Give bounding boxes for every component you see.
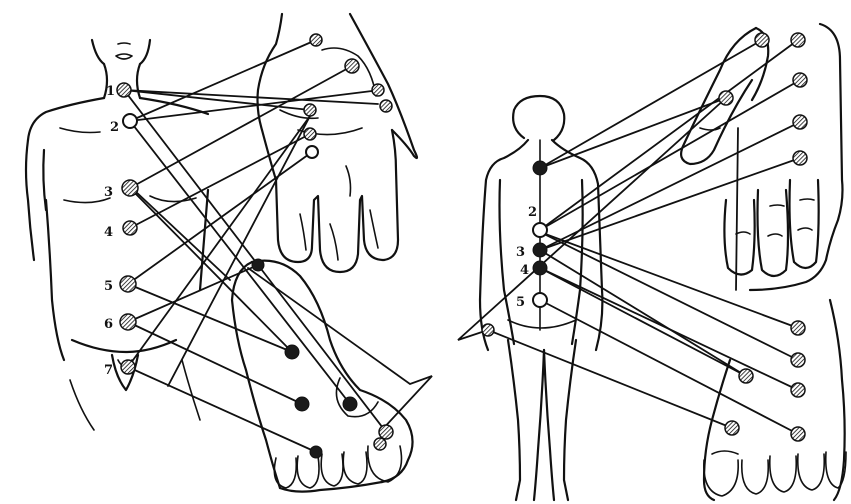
torso-point-7: [121, 360, 135, 374]
foot-point: [739, 369, 753, 383]
hand-point: [793, 115, 807, 129]
palm-point: [380, 100, 392, 112]
torso-point-3: [122, 180, 138, 196]
palm-point: [304, 104, 316, 116]
finger-point: [755, 33, 769, 47]
hand-point: [793, 73, 807, 87]
palm-point: [310, 34, 322, 46]
number-label: 1: [106, 84, 115, 99]
number-label: 4: [520, 263, 529, 278]
finger-point: [719, 91, 733, 105]
back-point-2: [533, 223, 547, 237]
number-label: 6: [104, 317, 113, 332]
sole-foot: [232, 261, 413, 492]
foot-top: [704, 300, 846, 500]
palm-hand: [258, 14, 418, 272]
palm-point: [304, 128, 316, 140]
sole-point: [374, 438, 386, 450]
torso-point-6: [120, 314, 136, 330]
foot-point: [791, 353, 805, 367]
hand-point: [793, 151, 807, 165]
reflex-points: [117, 33, 807, 458]
foot-point: [725, 421, 739, 435]
back-number-labels: 2 3 4 5: [516, 205, 537, 310]
foot-point: [791, 383, 805, 397]
torso-point-2: [123, 114, 137, 128]
back-point-4: [533, 261, 547, 275]
palm-point: [372, 84, 384, 96]
back-point-5: [533, 293, 547, 307]
number-label: 2: [110, 120, 119, 135]
hand-point: [791, 33, 805, 47]
number-label: 5: [104, 279, 113, 294]
number-label: 3: [516, 245, 525, 260]
foot-point: [791, 321, 805, 335]
sole-point: [379, 425, 393, 439]
torso-point-1: [117, 83, 131, 97]
foot-point: [791, 427, 805, 441]
sole-point: [285, 345, 299, 359]
back-hand: [724, 24, 842, 290]
sole-point: [310, 446, 322, 458]
number-label: 2: [528, 205, 537, 220]
back-point-1: [533, 161, 547, 175]
front-number-labels: 1 2 3 4 5 6 7: [104, 84, 119, 378]
sole-point: [295, 397, 309, 411]
sole-point: [252, 259, 264, 271]
palm-point: [345, 59, 359, 73]
palm-point: [306, 146, 318, 158]
number-label: 5: [516, 295, 525, 310]
torso-point-4: [123, 221, 137, 235]
sole-point: [343, 397, 357, 411]
number-label: 7: [104, 363, 113, 378]
torso-point-5: [120, 276, 136, 292]
back-point-hip: [482, 324, 494, 336]
back-point-3: [533, 243, 547, 257]
number-label: 4: [104, 225, 113, 240]
reflex-connection-lines: [124, 40, 800, 452]
number-label: 3: [104, 185, 113, 200]
